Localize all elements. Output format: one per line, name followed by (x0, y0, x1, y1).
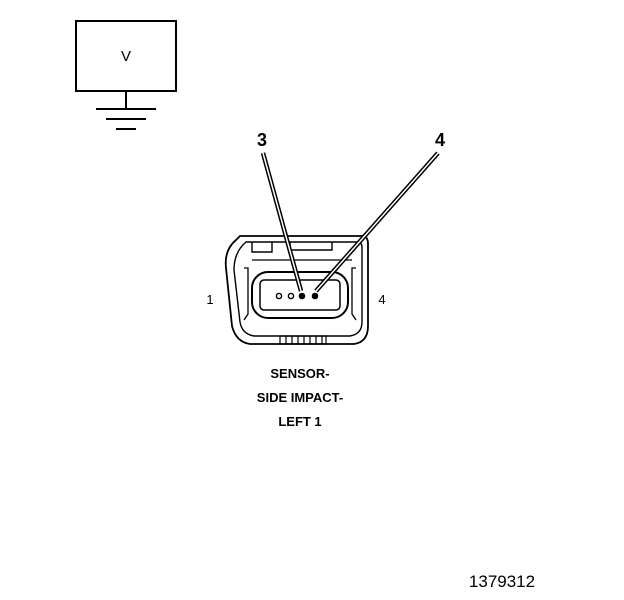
connector-outer-shell (224, 235, 369, 345)
connector-housing (224, 235, 369, 345)
ground-icon (96, 91, 156, 130)
figure-id: 1379312 (469, 572, 535, 591)
callout-3-label: 3 (257, 130, 267, 150)
connector-bottom-comb (279, 335, 327, 345)
voltmeter-symbol: V (75, 20, 177, 92)
component-name-line3: LEFT 1 (278, 414, 321, 429)
probe-line-3 (260, 152, 304, 292)
pin-label-right: 4 (378, 292, 385, 307)
pin-label-left: 1 (206, 292, 213, 307)
callout-4-label: 4 (435, 130, 445, 150)
connector-left-step (243, 267, 249, 321)
connector-right-step (351, 267, 357, 321)
probe-line-4 (314, 151, 440, 293)
connector-pin-3 (298, 292, 306, 300)
connector-pin-4 (311, 292, 319, 300)
connector-pin-2 (287, 292, 295, 300)
connector-pin-cavity (251, 271, 349, 319)
connector-pin-1 (275, 292, 283, 300)
component-name-line1: SENSOR- (270, 366, 329, 381)
connector-inner-shell (233, 241, 363, 337)
component-name-line2: SIDE IMPACT- (257, 390, 343, 405)
voltmeter-label: V (121, 48, 131, 65)
